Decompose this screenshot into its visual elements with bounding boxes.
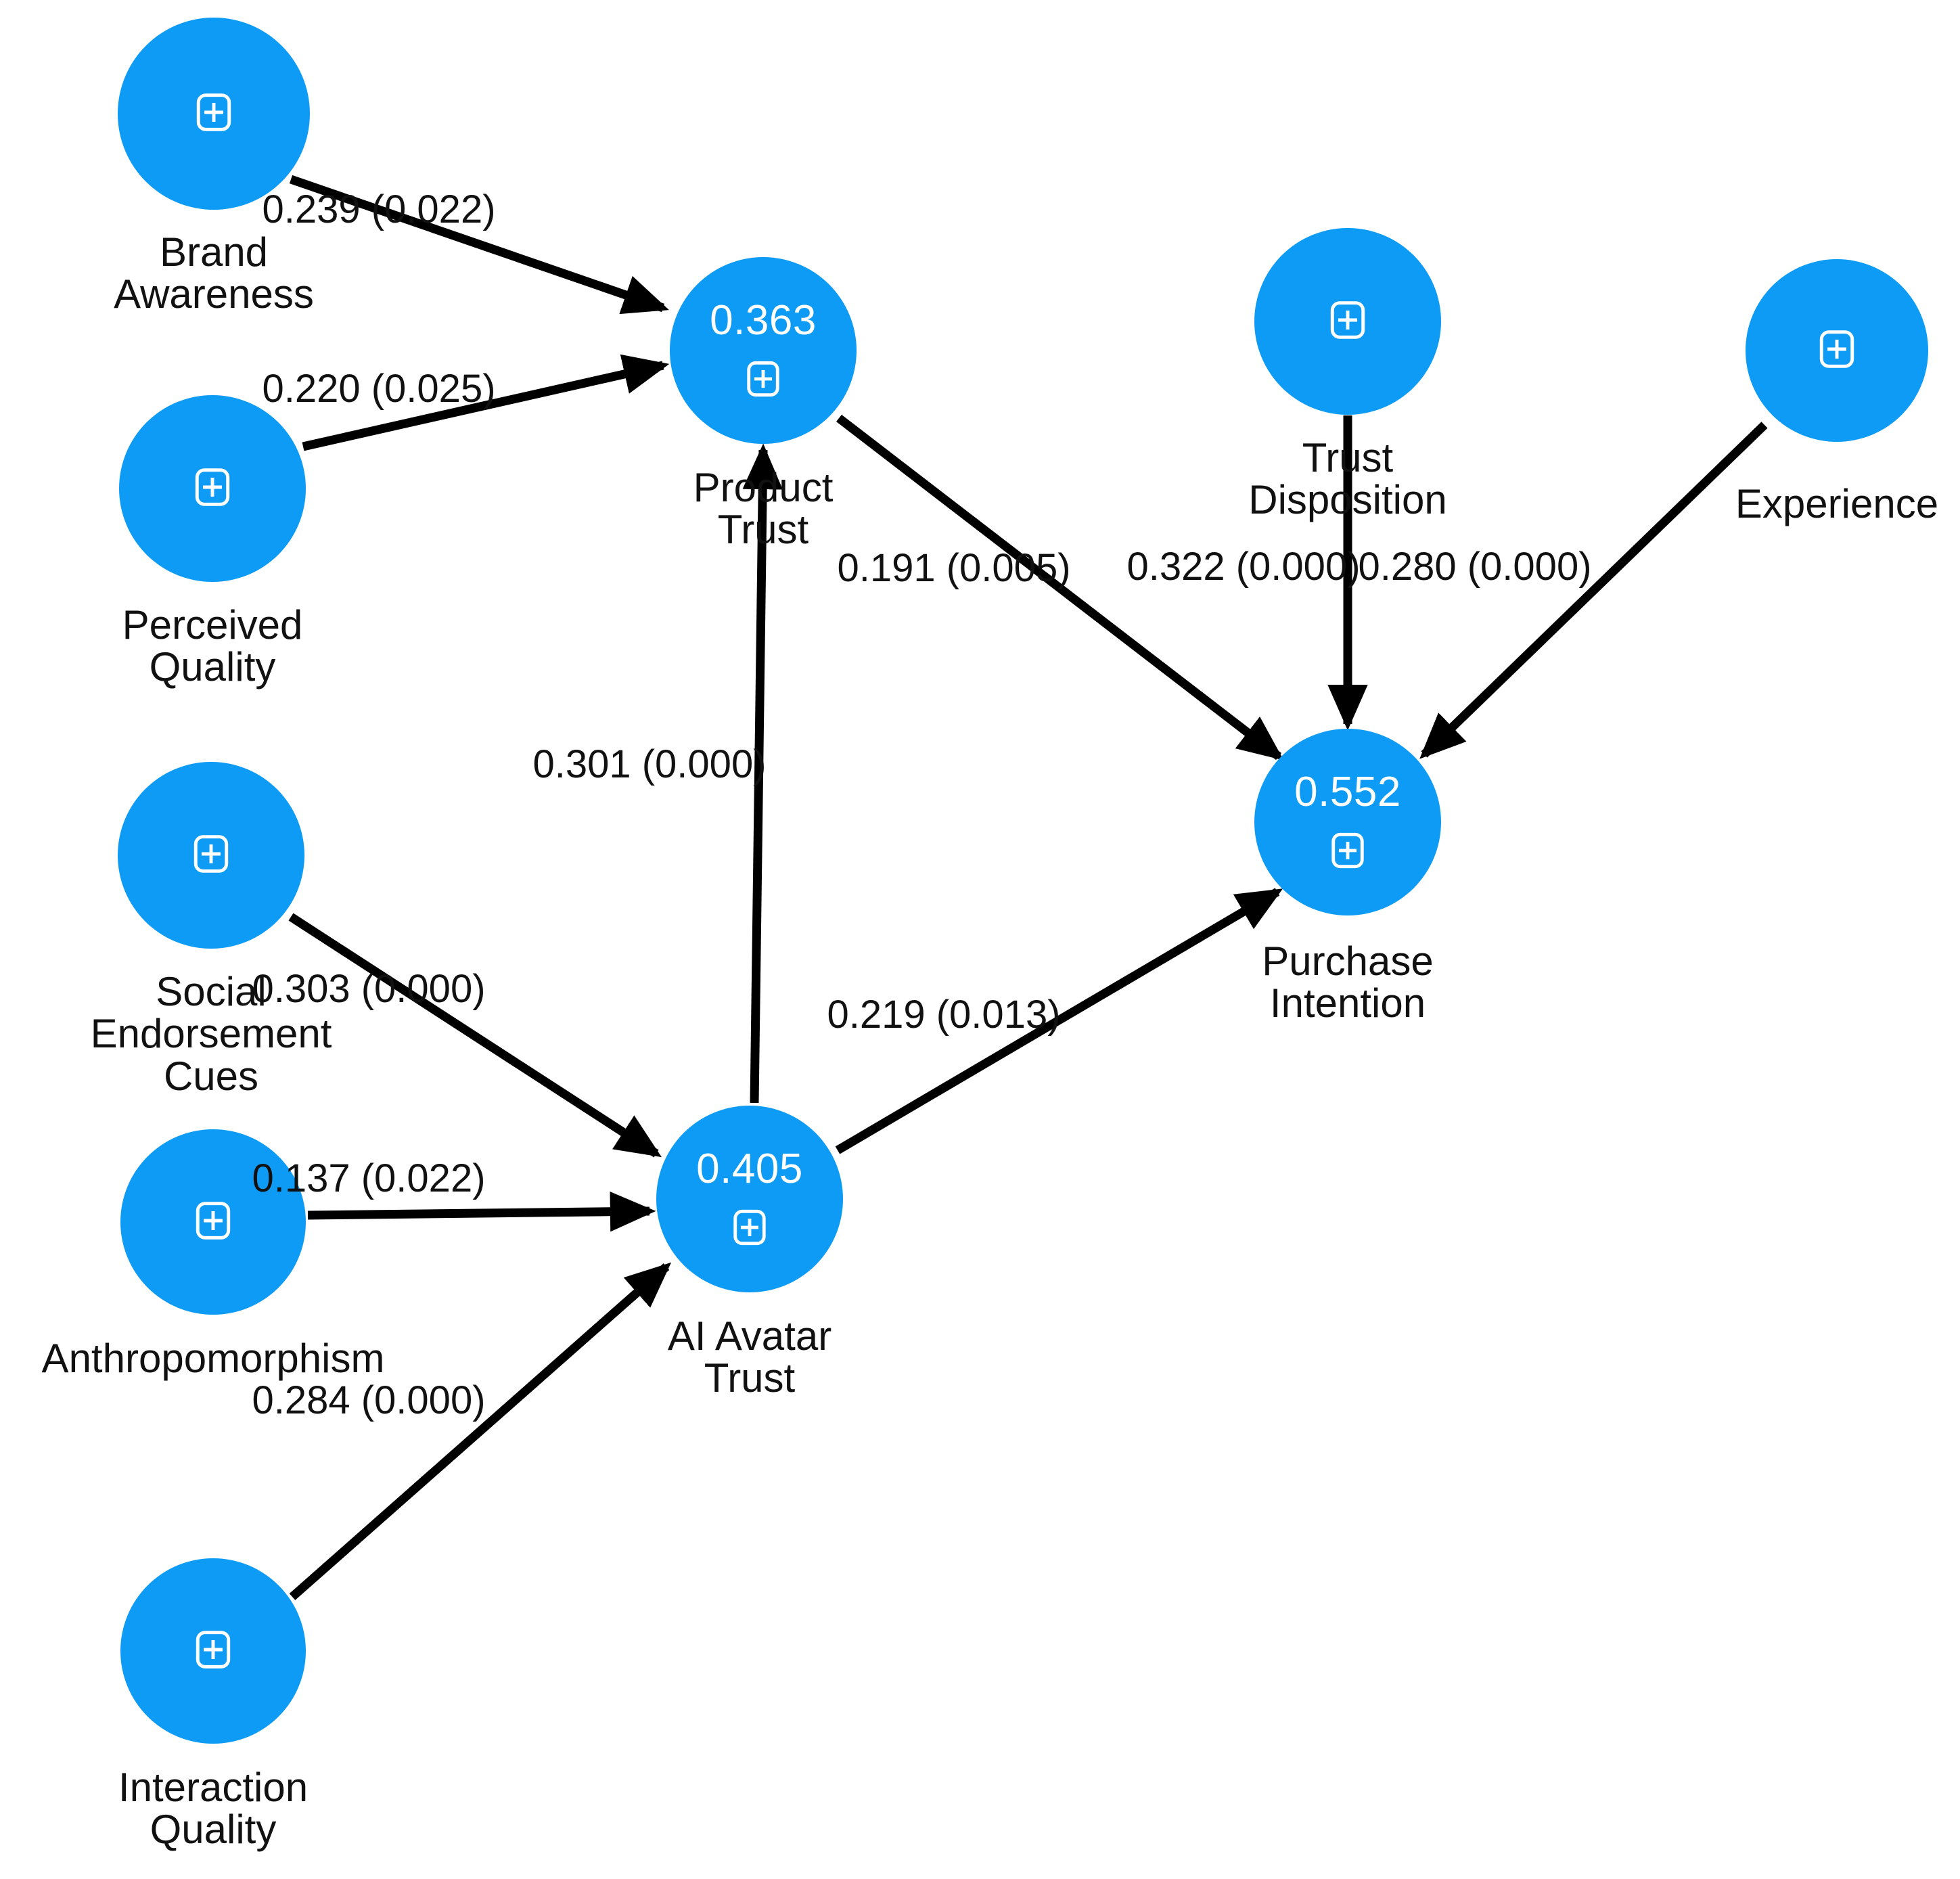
construct-node-trust_disposition[interactable]	[1254, 228, 1441, 415]
construct-label-brand_awareness: Brand Awareness	[114, 229, 314, 317]
construct-node-interaction_quality[interactable]	[120, 1558, 306, 1744]
construct-node-perceived_quality[interactable]	[119, 395, 306, 582]
path-coefficient-label-an_at: 0.137 (0.022)	[252, 1156, 486, 1200]
path-arrow-sec_at	[288, 913, 662, 1158]
construct-node-anthropomorphism[interactable]	[120, 1129, 306, 1315]
construct-node-product_trust[interactable]: 0.363	[670, 257, 857, 444]
construct-label-perceived_quality: Perceived Quality	[122, 602, 303, 690]
construct-label-purchase_intention: Purchase Intention	[1262, 938, 1434, 1026]
path-arrow-at_pt	[742, 443, 783, 1104]
path-arrow-an_at	[307, 1191, 656, 1232]
plus-square-icon[interactable]	[190, 833, 232, 878]
path-coefficient-label-ba_pt: 0.239 (0.022)	[262, 187, 496, 231]
construct-node-ai_avatar_trust[interactable]: 0.405	[656, 1106, 843, 1292]
path-coefficient-label-iq_at: 0.284 (0.000)	[252, 1378, 486, 1422]
path-arrow-at_pi	[835, 888, 1283, 1154]
construct-label-anthropomorphism: Anthropomorphism	[41, 1336, 385, 1381]
path-arrow-ba_pt	[289, 175, 669, 315]
construct-label-trust_disposition: Trust Disposition	[1248, 435, 1447, 523]
plus-square-icon[interactable]	[193, 91, 235, 137]
plus-square-icon[interactable]	[730, 1208, 769, 1250]
path-coefficient-label-at_pi: 0.219 (0.013)	[827, 993, 1061, 1037]
plus-square-icon[interactable]	[1327, 299, 1369, 344]
path-arrow-pt_pi	[836, 414, 1284, 761]
path-coefficient-label-pt_pi: 0.191 (0.005)	[837, 546, 1071, 590]
construct-node-experience[interactable]	[1746, 259, 1928, 442]
plus-square-icon[interactable]	[192, 1200, 234, 1245]
r-squared-value: 0.405	[696, 1145, 803, 1192]
construct-node-purchase_intention[interactable]: 0.552	[1254, 729, 1441, 915]
path-coefficient-label-at_pt: 0.301 (0.000)	[532, 742, 767, 786]
path-coefficient-label-td_pi: 0.322 (0.000)	[1126, 545, 1361, 589]
construct-label-interaction_quality: Interaction Quality	[118, 1765, 309, 1853]
plus-square-icon[interactable]	[192, 1629, 234, 1674]
path-arrow-ex_pi	[1419, 422, 1768, 759]
construct-node-social_endorsement[interactable]	[118, 762, 304, 949]
r-squared-value: 0.363	[710, 296, 817, 344]
path-arrow-pq_pt	[302, 354, 670, 451]
path-coefficient-label-sec_at: 0.303 (0.000)	[252, 967, 486, 1011]
construct-label-product_trust: Product Trust	[693, 465, 834, 553]
path-coefficient-label-ex_pi: 0.280 (0.000)	[1358, 545, 1592, 589]
path-coefficient-label-pq_pt: 0.220 (0.025)	[262, 367, 496, 411]
construct-node-brand_awareness[interactable]	[118, 18, 310, 210]
path-arrow-iq_at	[289, 1262, 672, 1600]
r-squared-value: 0.552	[1294, 768, 1401, 815]
construct-label-experience: Experience	[1735, 481, 1939, 526]
plus-square-icon[interactable]	[191, 466, 233, 512]
plus-square-icon[interactable]	[1328, 831, 1367, 874]
construct-label-social_endorsement: Social Endorsement Cues	[90, 969, 332, 1099]
plus-square-icon[interactable]	[1816, 328, 1858, 373]
plus-square-icon[interactable]	[744, 359, 783, 402]
construct-label-ai_avatar_trust: AI Avatar Trust	[667, 1313, 832, 1401]
